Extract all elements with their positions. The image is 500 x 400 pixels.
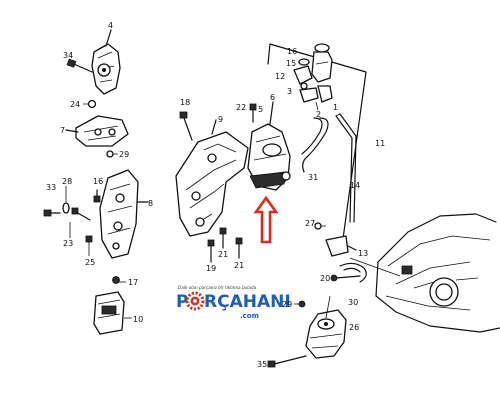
watermark-brand-right: RÇAHANI (204, 292, 291, 312)
assembly-frame (267, 43, 367, 247)
callout-22: 22 (236, 103, 246, 112)
callout-12: 12 (275, 72, 285, 81)
callout-28: 28 (62, 177, 72, 186)
callout-3: 3 (287, 87, 292, 96)
part-30-hose (339, 262, 367, 283)
callout-30: 30 (348, 298, 358, 307)
watermark-logo: Daik olan parçanız bir tıklama bulada P … (176, 285, 291, 320)
part-27-clip (314, 222, 326, 230)
watermark-brand-left: P (176, 292, 188, 312)
part-10-lower-mount (93, 291, 132, 335)
callout-19: 19 (206, 264, 216, 273)
bolt-21-b (235, 237, 243, 259)
callout-8-left: 8 (148, 199, 153, 208)
bolt-18 (179, 111, 193, 141)
highlight-arrow (253, 195, 279, 244)
callout-labels: 4 34 24 7 29 33 28 16 8 23 25 17 10 18 9… (46, 21, 385, 369)
callout-10: 10 (133, 315, 143, 324)
callout-29-left: 29 (119, 150, 129, 159)
bolt-25 (85, 235, 93, 256)
bolt-35 (267, 355, 307, 368)
callout-24: 24 (70, 100, 80, 109)
callout-5: 5 (258, 105, 263, 114)
callout-31: 31 (308, 173, 318, 182)
part-20-bolt (330, 274, 361, 282)
callout-29-right: 29 (282, 300, 292, 309)
gear-icon (185, 291, 205, 311)
part-4-upper-mount (91, 29, 121, 95)
bolt-21-a (219, 227, 227, 249)
callout-2: 2 (316, 110, 321, 119)
part-5-6-mount (247, 101, 291, 191)
callout-6: 6 (270, 93, 275, 102)
watermark-tagline: Daik olan parçanız bir tıklama bulada (178, 285, 257, 290)
callout-34: 34 (63, 51, 73, 60)
bolt-33 (43, 209, 61, 217)
callout-14: 14 (350, 181, 360, 190)
callout-33: 33 (46, 183, 56, 192)
callout-11: 11 (375, 139, 385, 148)
part-31-hose (301, 117, 329, 173)
callout-9: 9 (218, 115, 223, 124)
callout-16-left: 16 (93, 177, 103, 186)
watermark-domain: .com (240, 312, 259, 320)
bolt-22 (249, 103, 257, 123)
callout-17: 17 (128, 278, 138, 287)
part-14-pipe (335, 113, 357, 223)
bolt-16-left (93, 189, 101, 203)
part-13-clamp (325, 235, 357, 257)
part-8-bracket (99, 169, 149, 259)
callout-26: 26 (349, 323, 359, 332)
bolt-19 (207, 239, 215, 263)
part-26-mount (305, 295, 347, 359)
part-9-large-bracket (175, 119, 249, 237)
car-sketch (349, 213, 500, 333)
callout-16-right: 16 (287, 47, 297, 56)
callout-18: 18 (180, 98, 190, 107)
callout-15: 15 (286, 59, 296, 68)
callout-21-a: 21 (218, 250, 228, 259)
bolt-23 (69, 207, 91, 238)
callout-1: 1 (333, 103, 338, 112)
nut-17 (112, 276, 126, 284)
callout-21-b: 21 (234, 261, 244, 270)
part-12-3-valve (293, 65, 333, 103)
bolt-34 (66, 58, 93, 73)
callout-4: 4 (108, 21, 113, 30)
nut-24 (83, 99, 97, 109)
part-2-bracket (299, 87, 319, 111)
bolt-29-right (294, 300, 306, 308)
callout-13: 13 (358, 249, 368, 258)
bolt-29-left (106, 150, 118, 158)
callout-7: 7 (60, 126, 65, 135)
washer-28 (62, 186, 70, 214)
callout-27: 27 (305, 219, 315, 228)
callout-35: 35 (257, 360, 267, 369)
callout-25: 25 (85, 258, 95, 267)
callout-20: 20 (320, 274, 330, 283)
callout-23: 23 (63, 239, 73, 248)
part-7-bracket (65, 115, 129, 147)
part-15-reservoir (311, 51, 333, 83)
